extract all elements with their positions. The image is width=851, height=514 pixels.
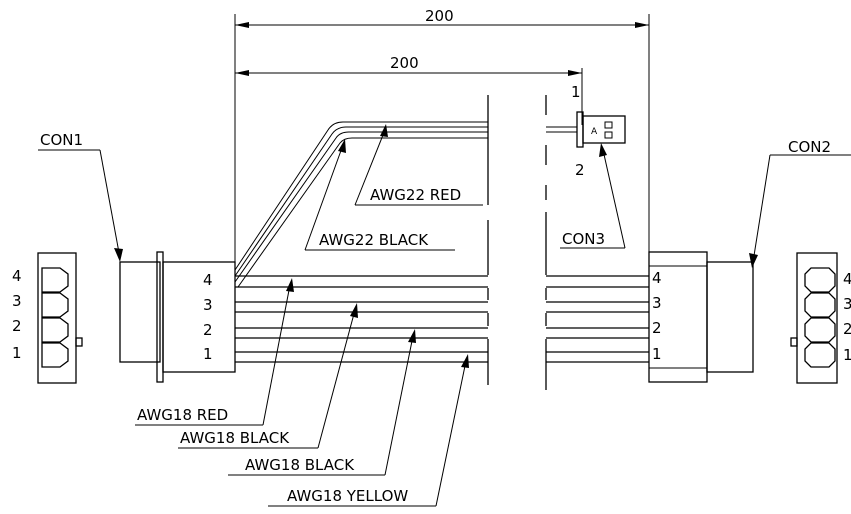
awg18-black-2-label: AWG18 BLACK [245, 456, 355, 474]
awg18-black-1-label: AWG18 BLACK [180, 429, 290, 447]
con3-label: CON3 [562, 230, 605, 248]
con2-end-pin-1: 1 [843, 346, 851, 364]
dimension-overall-label: 200 [425, 7, 454, 25]
awg22-red-callout: AWG22 RED [354, 124, 483, 206]
con1-end-view: 4 3 2 1 [12, 252, 83, 384]
awg22-wires-right [546, 126, 577, 133]
con2-end-pin-3: 3 [843, 295, 851, 313]
dimension-overall: 200 [234, 7, 650, 270]
con1-end-pin-2: 2 [12, 317, 22, 335]
awg22-red-label: AWG22 RED [370, 186, 461, 204]
con1-leader: CON1 [38, 131, 123, 262]
con1-pin-1: 1 [203, 345, 213, 363]
con2-pin-1: 1 [652, 345, 662, 363]
awg18-yellow-label: AWG18 YELLOW [287, 487, 408, 505]
con1-label: CON1 [40, 131, 83, 149]
con2-end-pin-4: 4 [843, 270, 851, 288]
con2-pin-2: 2 [652, 319, 662, 337]
con1-connector: 4 3 2 1 [119, 251, 236, 383]
con2-end-pin-2: 2 [843, 320, 851, 338]
dimension-con3: 200 [235, 54, 583, 125]
con2-pin-4: 4 [652, 269, 662, 287]
con1-end-pin-3: 3 [12, 292, 22, 310]
con3-connector: A 1 2 [571, 83, 626, 179]
awg18-black-2-callout: AWG18 BLACK [228, 329, 416, 476]
awg18-red-label: AWG18 RED [137, 406, 228, 424]
dimension-con3-label: 200 [390, 54, 419, 72]
con2-end-view: 4 3 2 1 [790, 252, 851, 384]
con1-end-pin-4: 4 [12, 267, 22, 285]
con2-connector: 4 3 2 1 [648, 251, 754, 383]
awg18-wires-left [235, 275, 488, 363]
con3-pin-1: 1 [571, 83, 581, 101]
con1-end-pin-1: 1 [12, 344, 22, 362]
awg18-black-1-callout: AWG18 BLACK [178, 303, 358, 449]
con3-leader: CON3 [560, 143, 626, 249]
con1-pin-4: 4 [203, 271, 213, 289]
con3-polarity-mark: A [591, 127, 598, 137]
con2-leader: CON2 [749, 138, 851, 268]
awg18-red-callout: AWG18 RED [135, 278, 294, 426]
con1-pin-3: 3 [203, 296, 213, 314]
awg22-black-callout: AWG22 BLACK [304, 139, 455, 251]
con1-pin-2: 2 [203, 321, 213, 339]
awg18-yellow-callout: AWG18 YELLOW [268, 354, 469, 507]
awg18-wires-right [546, 275, 649, 363]
awg22-black-label: AWG22 BLACK [319, 231, 429, 249]
con3-pin-2: 2 [575, 161, 585, 179]
con2-pin-3: 3 [652, 294, 662, 312]
con2-label: CON2 [788, 138, 831, 156]
